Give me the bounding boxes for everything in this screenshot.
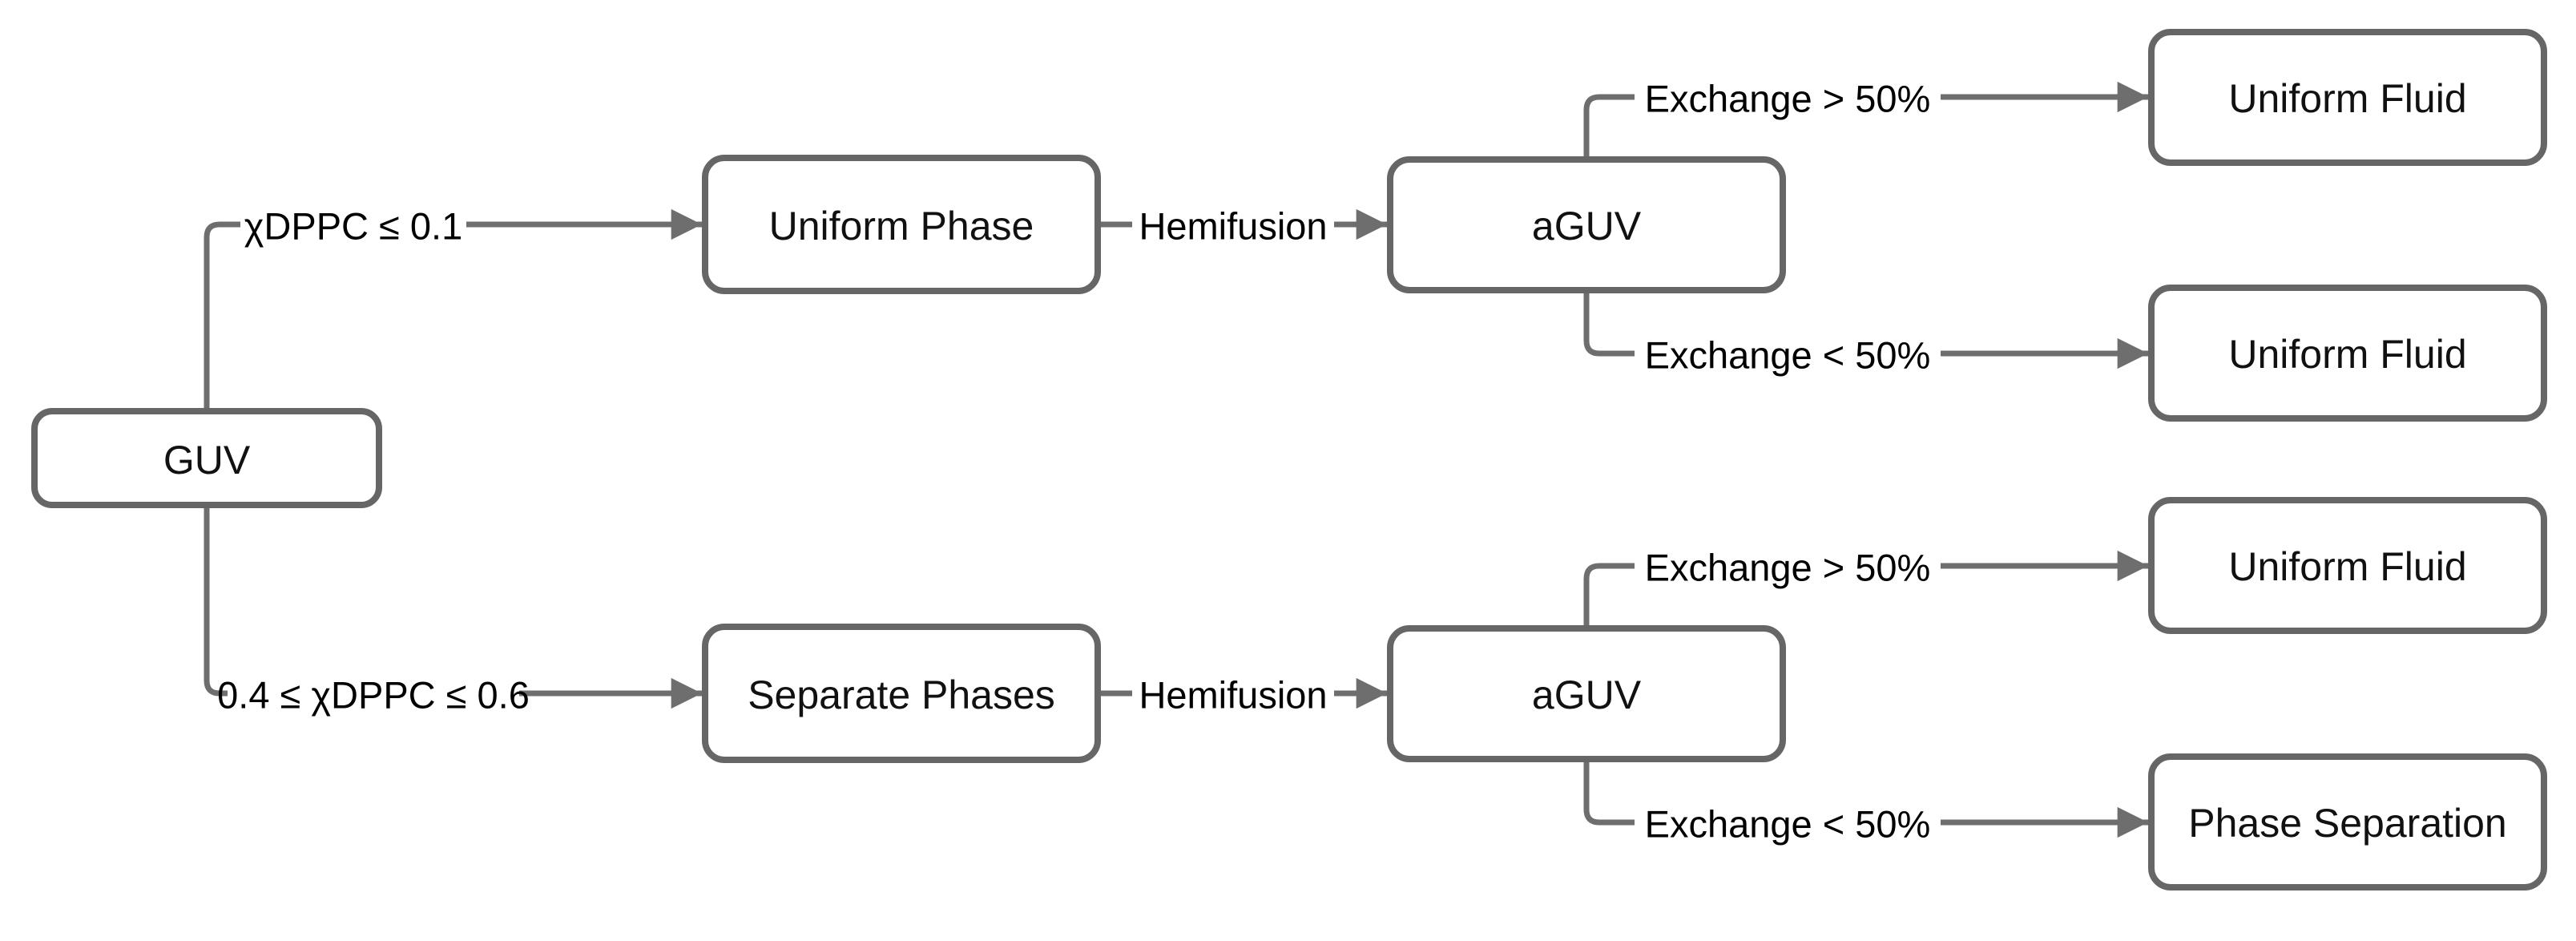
edge-label-exchange-gt-top: Exchange > 50%	[1645, 78, 1931, 120]
edge-label-bg	[228, 670, 519, 717]
node-uniform-fluid-2: Uniform Fluid	[2148, 285, 2547, 422]
edge-label-hemifusion-top: Hemifusion	[1139, 205, 1327, 248]
edge-label-bg	[1635, 74, 1941, 120]
edge-guv-to-uniform-phase	[204, 208, 702, 411]
node-aguv-top-box	[1387, 156, 1786, 293]
edge-label-chi-dppc-low: χDPPC ≤ 0.1	[244, 205, 463, 248]
node-uniform-phase-box	[702, 155, 1101, 294]
node-uniform-phase: Uniform Phase	[702, 155, 1101, 294]
node-uniform-fluid-3-box	[2148, 497, 2547, 634]
node-separate-phases-box	[702, 624, 1101, 763]
edge-labels: χDPPC ≤ 0.1 0.4 ≤ χDPPC ≤ 0.6 Hemifusion…	[217, 74, 1941, 846]
node-uniform-fluid-3: Uniform Fluid	[2148, 497, 2547, 634]
node-aguv-top-label: aGUV	[1532, 204, 1642, 248]
node-guv-box	[31, 408, 382, 508]
edge-label-bg	[1635, 799, 1941, 846]
node-uniform-fluid-1-box	[2148, 29, 2547, 166]
node-guv: GUV	[31, 408, 382, 508]
node-separate-phases: Separate Phases	[702, 624, 1101, 763]
nodes: GUV Uniform Phase aGUV Uniform Fluid Uni…	[31, 29, 2547, 891]
edge-label-bg	[1635, 543, 1941, 589]
edge-label-hemifusion-bottom: Hemifusion	[1139, 674, 1327, 717]
edge-aguv-top-to-uniform-fluid-1	[1583, 81, 2148, 160]
node-uniform-fluid-2-box	[2148, 285, 2547, 422]
edge-aguv-bottom-to-phase-separation	[1583, 759, 2148, 838]
node-aguv-top: aGUV	[1387, 156, 1786, 293]
node-uniform-phase-label: Uniform Phase	[769, 204, 1034, 248]
node-guv-label: GUV	[163, 438, 251, 483]
edge-label-bg	[1132, 670, 1334, 717]
edge-label-chi-dppc-mid: 0.4 ≤ χDPPC ≤ 0.6	[217, 674, 530, 717]
node-uniform-fluid-2-label: Uniform Fluid	[2228, 332, 2466, 377]
edge-label-bg	[1132, 201, 1334, 248]
edge-aguv-bottom-to-uniform-fluid-3	[1583, 550, 2148, 628]
node-phase-separation-label: Phase Separation	[2188, 801, 2507, 846]
node-uniform-fluid-3-label: Uniform Fluid	[2228, 544, 2466, 589]
node-uniform-fluid-1: Uniform Fluid	[2148, 29, 2547, 166]
node-aguv-bottom-label: aGUV	[1532, 672, 1642, 717]
edge-aguv-top-to-uniform-fluid-2	[1583, 290, 2148, 370]
edge-guv-to-separate-phases	[204, 505, 702, 709]
node-aguv-bottom-box	[1387, 625, 1786, 762]
edge-label-exchange-lt-bottom: Exchange < 50%	[1645, 803, 1931, 846]
node-aguv-bottom: aGUV	[1387, 625, 1786, 762]
edge-label-bg	[1635, 330, 1941, 377]
edge-label-exchange-gt-bottom: Exchange > 50%	[1645, 547, 1931, 589]
node-uniform-fluid-1-label: Uniform Fluid	[2228, 76, 2466, 121]
node-phase-separation: Phase Separation	[2148, 753, 2547, 891]
node-separate-phases-label: Separate Phases	[748, 672, 1055, 717]
edge-label-exchange-lt-top: Exchange < 50%	[1645, 334, 1931, 377]
edge-label-bg	[240, 201, 466, 248]
node-phase-separation-box	[2148, 753, 2547, 891]
